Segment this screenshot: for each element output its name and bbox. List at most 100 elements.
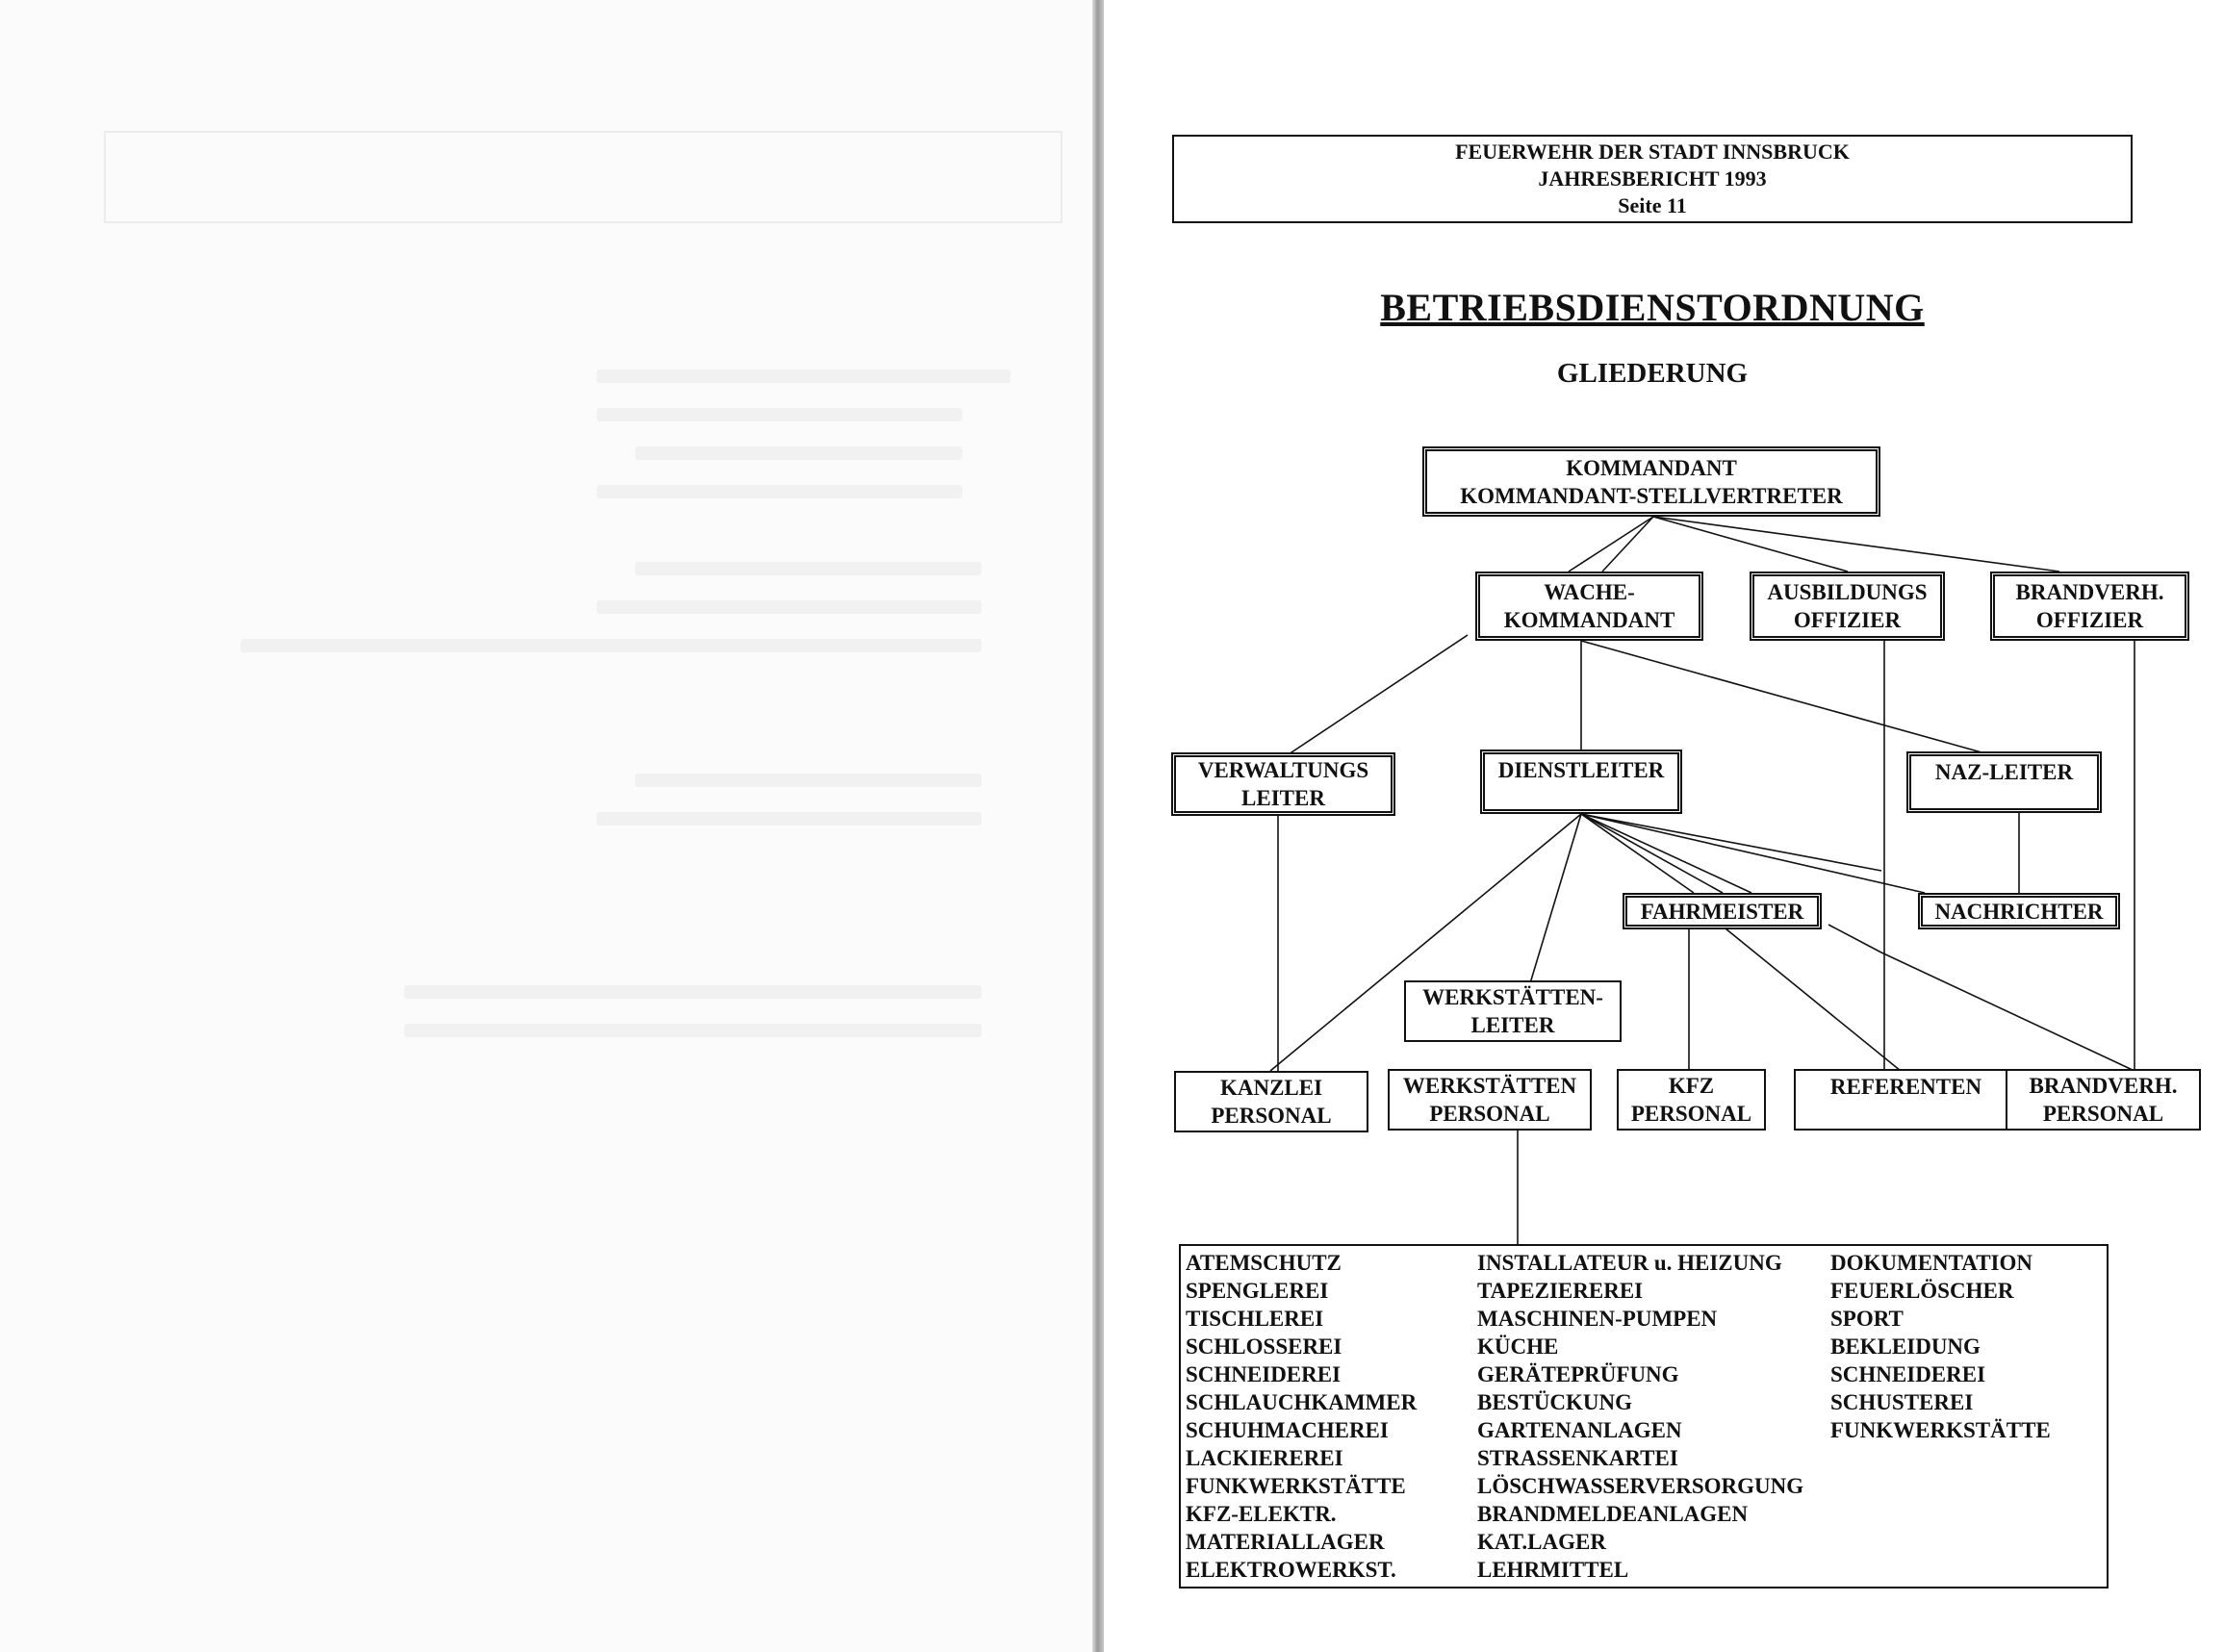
node-verwaltungsleiter: VERWALTUNGS LEITER xyxy=(1171,752,1395,816)
node-label: BRANDVERH. xyxy=(2029,1074,2178,1098)
node-label: LEITER xyxy=(1241,786,1325,810)
node-label: KOMMANDANT xyxy=(1503,608,1675,632)
department-item: INSTALLATEUR u. HEIZUNG xyxy=(1477,1251,1782,1275)
node-label: AUSBILDUNGS xyxy=(1767,580,1928,604)
department-item: FEUERLÖSCHER xyxy=(1830,1279,2014,1303)
connector-line xyxy=(1568,516,1654,572)
node-werkstaettenleiter: WERKSTÄTTEN- LEITER xyxy=(1404,980,1622,1042)
department-item: SCHNEIDEREI xyxy=(1186,1362,1342,1386)
department-item: ATEMSCHUTZ xyxy=(1186,1251,1342,1275)
right-page xyxy=(1104,0,2224,1652)
connector-line xyxy=(1720,924,1902,1072)
department-column-1: ATEMSCHUTZ SPENGLEREI TISCHLEREI SCHLOSS… xyxy=(1186,1249,1417,1584)
node-ausbildungsoffizier: AUSBILDUNGS OFFIZIER xyxy=(1750,572,1945,641)
department-item: LEHRMITTEL xyxy=(1477,1558,1629,1582)
department-item: KAT.LAGER xyxy=(1477,1530,1606,1554)
header-organization: FEUERWEHR DER STADT INNSBRUCK xyxy=(1455,140,1850,164)
faded-header-box xyxy=(104,131,1062,223)
connector-line xyxy=(1580,813,1695,894)
department-column-2: INSTALLATEUR u. HEIZUNG TAPEZIEREREI MAS… xyxy=(1477,1249,1803,1584)
node-label: WACHE- xyxy=(1544,580,1635,604)
department-item: GERÄTEPRÜFUNG xyxy=(1477,1362,1679,1386)
node-label: KOMMANDANT xyxy=(1566,455,1737,480)
department-item: LACKIEREREI xyxy=(1186,1446,1343,1470)
department-item: SCHLOSSEREI xyxy=(1186,1334,1342,1359)
connector-line xyxy=(1580,640,2010,761)
node-label: PERSONAL xyxy=(1429,1102,1550,1126)
department-item: SCHLAUCHKAMMER xyxy=(1186,1390,1418,1414)
faded-text-line xyxy=(404,985,982,999)
node-label: DIENSTLEITER xyxy=(1497,758,1665,782)
department-item: STRASSENKARTEI xyxy=(1477,1446,1678,1470)
connector-line xyxy=(1529,813,1582,984)
faded-text-line xyxy=(597,369,1010,383)
faded-text-line xyxy=(241,639,982,652)
faded-text-line xyxy=(635,774,982,787)
node-label: OFFIZIER xyxy=(1793,608,1902,632)
connector-line xyxy=(1652,516,2060,572)
header-report-year: JAHRESBERICHT 1993 xyxy=(1538,166,1767,191)
node-label: KANZLEI xyxy=(1219,1076,1323,1100)
node-nachrichter: NACHRICHTER xyxy=(1918,893,2120,929)
node-label: WERKSTÄTTEN- xyxy=(1422,985,1603,1009)
node-brandverh-offizier: BRANDVERH. OFFIZIER xyxy=(1990,572,2189,641)
department-item: BRANDMELDEANLAGEN xyxy=(1477,1502,1749,1526)
left-page-faded xyxy=(0,0,1092,1652)
page-subtitle: GLIEDERUNG xyxy=(1556,358,1749,389)
node-werkstaetten-personal: WERKSTÄTTEN PERSONAL xyxy=(1388,1069,1592,1131)
department-item: BESTÜCKUNG xyxy=(1477,1390,1633,1414)
node-wachekommandant: WACHE- KOMMANDANT xyxy=(1475,572,1703,641)
node-kommandant: KOMMANDANT KOMMANDANT-STELLVERTRETER xyxy=(1422,446,1880,517)
faded-text-line xyxy=(597,408,962,421)
node-label: KFZ xyxy=(1668,1074,1715,1098)
node-dienstleiter: DIENSTLEITER xyxy=(1480,750,1682,814)
connector-line xyxy=(1269,813,1582,1072)
department-list-box xyxy=(1179,1244,2109,1588)
node-fahrmeister: FAHRMEISTER xyxy=(1623,893,1822,929)
node-label: OFFIZIER xyxy=(2035,608,2144,632)
faded-text-line xyxy=(635,562,982,575)
department-item: FUNKWERKSTÄTTE xyxy=(1186,1474,1406,1498)
faded-text-line xyxy=(404,1024,982,1037)
node-label: PERSONAL xyxy=(1211,1104,1332,1128)
node-label: REFERENTEN xyxy=(1829,1075,1982,1099)
department-item: LÖSCHWASSERVERSORGUNG xyxy=(1477,1474,1804,1498)
report-header: FEUERWEHR DER STADT INNSBRUCK JAHRESBERI… xyxy=(1172,135,2133,223)
department-item: SPORT xyxy=(1830,1307,1904,1331)
node-label: KOMMANDANT-STELLVERTRETER xyxy=(1460,483,1843,508)
connector-line xyxy=(1279,634,1469,761)
connector-line xyxy=(1828,924,1882,953)
faded-text-line xyxy=(597,485,962,498)
node-naz-leiter: NAZ-LEITER xyxy=(1906,751,2102,813)
department-item: KÜCHE xyxy=(1477,1334,1559,1359)
department-item: FUNKWERKSTÄTTE xyxy=(1830,1418,2051,1442)
node-label: WERKSTÄTTEN xyxy=(1402,1074,1577,1098)
department-item: MASCHINEN-PUMPEN xyxy=(1477,1307,1718,1331)
connector-line xyxy=(1601,516,1654,572)
connector-line xyxy=(1580,813,1752,894)
node-label: NAZ-LEITER xyxy=(1934,760,2074,784)
connector-line xyxy=(1580,813,1724,894)
node-label: FAHRMEISTER xyxy=(1640,899,1804,924)
department-column-3: DOKUMENTATION FEUERLÖSCHER SPORT BEKLEID… xyxy=(1830,1249,2051,1444)
department-item: TAPEZIEREREI xyxy=(1477,1279,1644,1303)
faded-text-line xyxy=(635,446,962,460)
department-item: KFZ-ELEKTR. xyxy=(1186,1502,1337,1526)
department-item: BEKLEIDUNG xyxy=(1830,1334,1981,1359)
department-item: SCHNEIDEREI xyxy=(1830,1362,1986,1386)
node-label: PERSONAL xyxy=(2042,1102,2164,1126)
header-page-number: Seite 11 xyxy=(1618,193,1687,217)
department-item: SCHUSTEREI xyxy=(1830,1390,1974,1414)
department-item: SPENGLEREI xyxy=(1186,1279,1329,1303)
faded-text-line xyxy=(597,812,982,826)
department-item: SCHUHMACHEREI xyxy=(1186,1418,1389,1442)
node-referenten: REFERENTEN xyxy=(1794,1069,2018,1131)
department-item: MATERIALLAGER xyxy=(1186,1530,1385,1554)
page-title: BETRIEBSDIENSTORDNUNG xyxy=(1380,286,1925,329)
department-item: DOKUMENTATION xyxy=(1830,1251,2032,1275)
connector-line xyxy=(1580,813,1882,872)
connector-line xyxy=(1652,516,1849,572)
book-spine xyxy=(1092,0,1104,1652)
connector-line xyxy=(1880,952,2135,1072)
node-label: NACHRICHTER xyxy=(1934,899,2104,924)
